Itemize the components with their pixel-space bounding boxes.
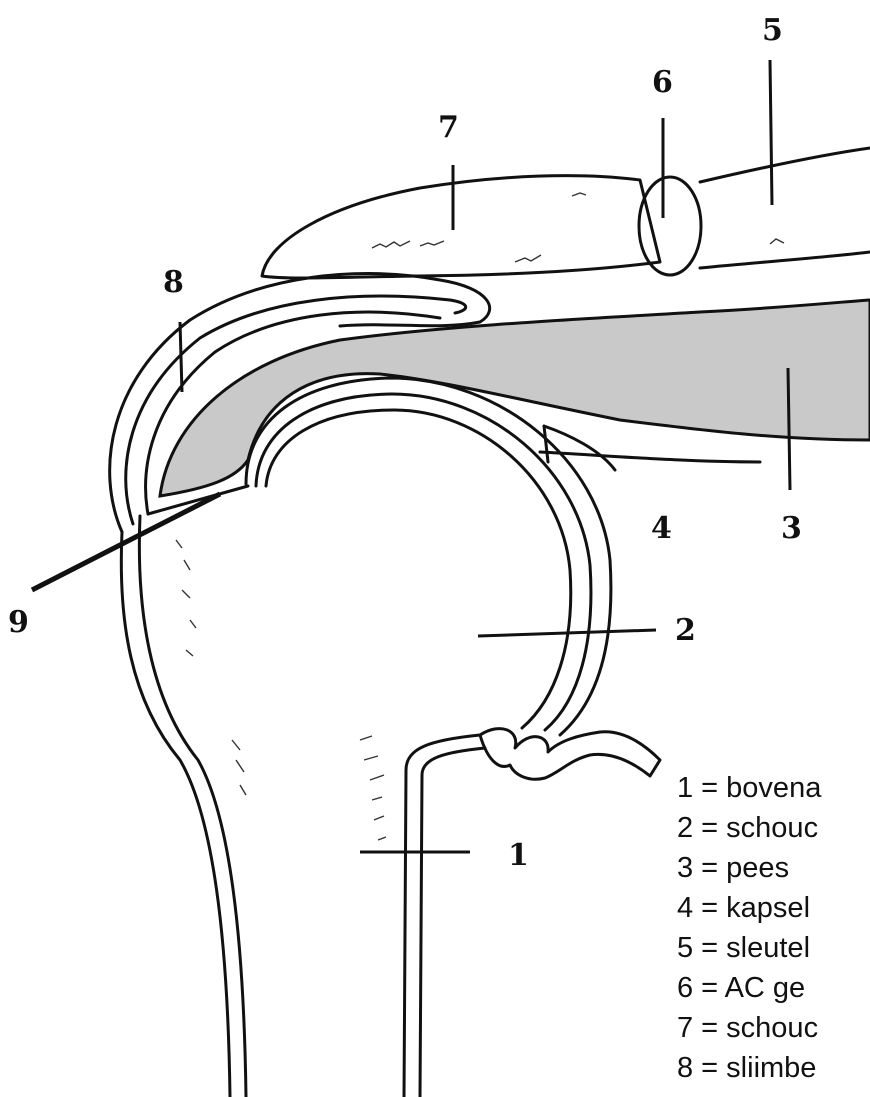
legend-item-5: 5 = sleutel xyxy=(677,932,810,964)
legend-item-4: 4 = kapsel xyxy=(677,892,810,924)
label-4: 4 xyxy=(651,511,672,546)
legend: 1 = bovena 2 = schouc 3 = pees 4 = kapse… xyxy=(677,772,822,1084)
shaft-right-outer xyxy=(404,735,480,1097)
capsule-inner xyxy=(266,410,571,728)
shaft-left-outer xyxy=(121,532,230,1097)
humeral-head xyxy=(246,378,760,779)
humerus-shaft xyxy=(121,486,485,1097)
label-6: 6 xyxy=(652,65,673,100)
legend-item-1: 1 = bovena xyxy=(677,772,822,804)
acromion-outline xyxy=(262,176,660,278)
ac-joint-outline xyxy=(639,177,701,275)
label-8: 8 xyxy=(163,265,184,300)
leader-5 xyxy=(770,60,772,205)
shaft-left-inner xyxy=(139,516,246,1097)
legend-item-3: 3 = pees xyxy=(677,852,789,884)
label-3: 3 xyxy=(781,511,802,546)
label-5: 5 xyxy=(762,13,783,48)
legend-item-8: 8 = sliimbe xyxy=(677,1052,816,1084)
shaft-texture xyxy=(176,540,386,840)
leader-9 xyxy=(32,494,220,590)
shaft-right-inner xyxy=(420,748,485,1097)
label-7: 7 xyxy=(438,110,459,145)
legend-item-6: 6 = AC ge xyxy=(677,972,805,1004)
legend-item-2: 2 = schouc xyxy=(677,812,818,844)
capsule-mid xyxy=(256,394,591,730)
leader-8 xyxy=(180,322,182,392)
label-1: 1 xyxy=(508,838,529,873)
label-9: 9 xyxy=(8,605,29,640)
leader-3 xyxy=(788,368,790,490)
tendon-fill xyxy=(160,300,870,496)
acromion-clavicle-bones xyxy=(262,148,870,278)
capsule-line xyxy=(540,452,760,462)
legend-item-7: 7 = schouc xyxy=(677,1012,818,1044)
label-2: 2 xyxy=(675,613,696,648)
acromion-texture xyxy=(372,193,784,262)
glenoid-fold xyxy=(480,729,660,780)
number-labels: 1 2 3 4 5 6 7 8 9 xyxy=(8,13,802,873)
tendon-band xyxy=(160,300,870,496)
clavicle-outline xyxy=(700,148,870,268)
